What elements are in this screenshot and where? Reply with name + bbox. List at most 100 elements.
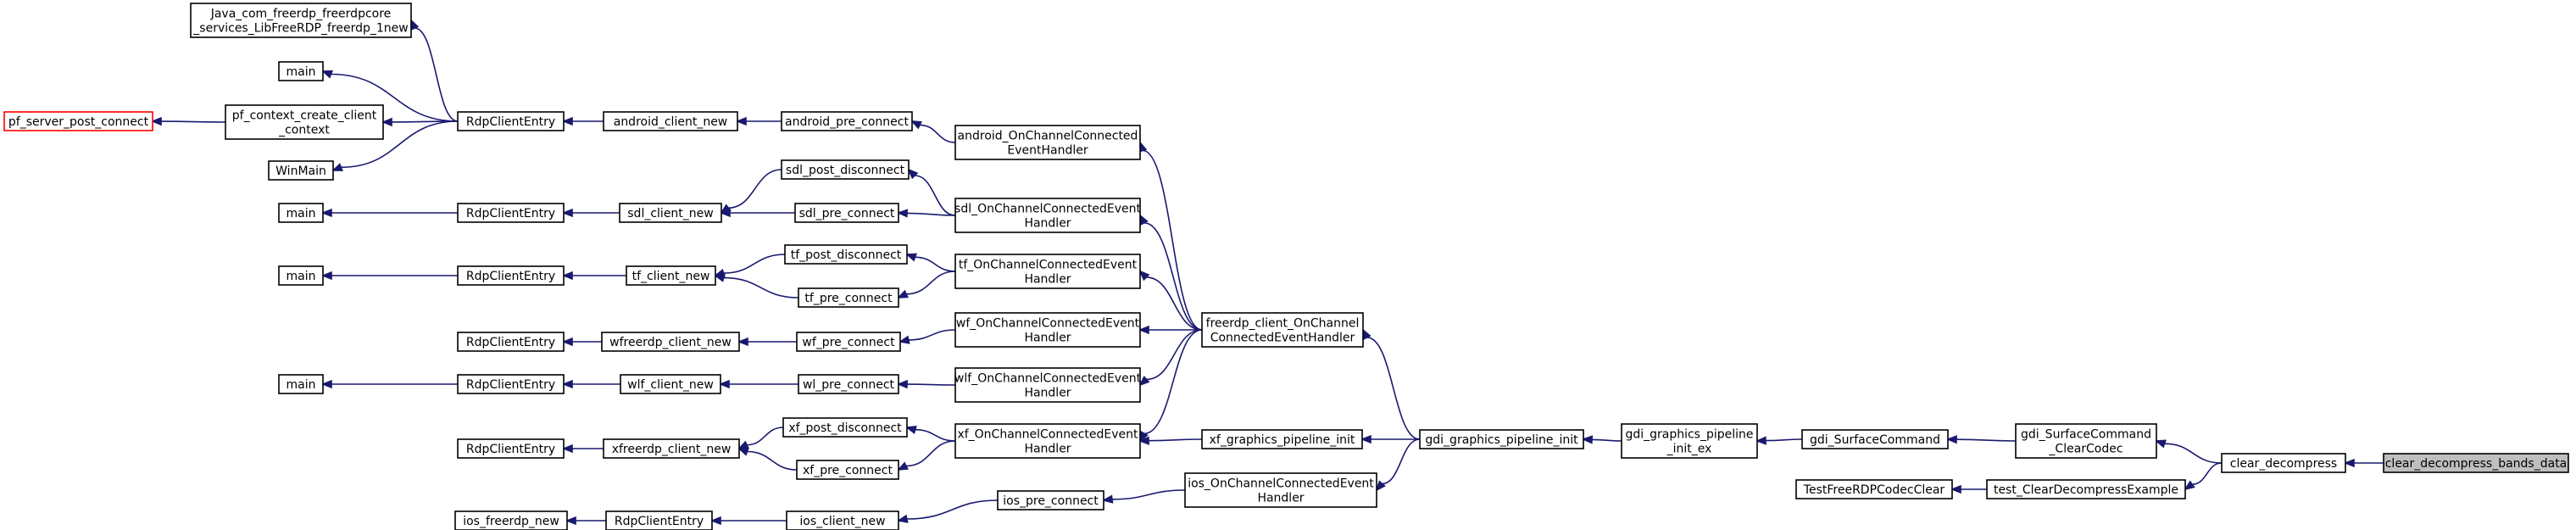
node-wlf-client-new[interactable]: wlf_client_new <box>620 374 721 394</box>
node-clear-decompress-bands-data[interactable]: clear_decompress_bands_data <box>2383 453 2569 473</box>
node-pf-context-create-client-context[interactable]: pf_context_create_client_context <box>225 104 384 140</box>
node-java-com-freerdp[interactable]: Java_com_freerdp_freerdpcore_services_Li… <box>190 3 412 38</box>
node-rdpcliententry-wlf[interactable]: RdpClientEntry <box>457 374 565 394</box>
arrowhead <box>1581 435 1594 444</box>
arrowhead <box>709 516 721 526</box>
node-rdpcliententry-wf[interactable]: RdpClientEntry <box>457 332 565 352</box>
node-box <box>2221 453 2346 473</box>
arrowhead <box>381 117 392 127</box>
arrowhead <box>561 444 573 454</box>
node-box <box>798 374 899 394</box>
node-main-tf[interactable]: main <box>278 265 324 286</box>
node-xfreerdp-client-new[interactable]: xfreerdp_client_new <box>603 438 740 459</box>
arrowhead <box>737 337 748 347</box>
edge-testfreerdpcodecclear-to-test-cleardecompressexample <box>1950 484 1987 494</box>
node-box <box>605 510 713 530</box>
node-gdi-surfacecommand-clearcodec[interactable]: gdi_SurfaceCommand_ClearCodec <box>2015 423 2157 459</box>
node-label: sdl_post_disconnect <box>786 164 905 177</box>
node-tf-pre-connect[interactable]: tf_pre_connect <box>798 287 899 308</box>
node-tf-post-disconnect[interactable]: tf_post_disconnect <box>784 244 908 265</box>
arrowhead <box>713 273 726 282</box>
node-label: EventHandler <box>1007 144 1088 158</box>
node-main-sdl[interactable]: main <box>278 203 324 223</box>
edge-rdpcliententry-android-to-android-client-new <box>561 116 604 126</box>
arrowhead <box>561 379 573 389</box>
node-wf-pre-connect[interactable]: wf_pre_connect <box>796 332 901 352</box>
edge-line <box>1591 438 1622 442</box>
node-xf-post-disconnect[interactable]: xf_post_disconnect <box>782 417 908 438</box>
node-sdl-pre-connect[interactable]: sdl_pre_connect <box>794 203 899 223</box>
node-label: tf_post_disconnect <box>791 248 902 262</box>
node-gdi-graphics-pipeline-init[interactable]: gdi_graphics_pipeline_init <box>1419 429 1584 449</box>
node-freerdp-client-onchannelconnectedeventhandler[interactable]: freerdp_client_OnChannelConnectedEventHa… <box>1201 312 1364 348</box>
arrowhead <box>904 425 917 434</box>
node-label: RdpClientEntry <box>466 336 555 349</box>
arrowhead <box>897 461 909 471</box>
node-test-cleardecompressexample[interactable]: test_ClearDecompressExample <box>1986 479 2186 499</box>
node-label: freerdp_client_OnChannel <box>1206 317 1360 331</box>
edge-line <box>906 499 999 520</box>
arrowhead <box>2343 458 2355 468</box>
node-rdpcliententry-ios[interactable]: RdpClientEntry <box>605 510 713 530</box>
node-box <box>457 438 565 459</box>
node-label: main <box>287 378 316 392</box>
node-winmain[interactable]: WinMain <box>268 160 334 181</box>
node-main-android[interactable]: main <box>278 61 324 81</box>
arrowhead <box>1950 484 1961 494</box>
node-box <box>1795 479 1953 499</box>
node-gdi-surfacecommand[interactable]: gdi_SurfaceCommand <box>1801 429 1949 449</box>
node-label: Handler <box>1257 492 1304 505</box>
node-ios-client-new[interactable]: ios_client_new <box>786 510 899 530</box>
node-android-pre-connect[interactable]: android_pre_connect <box>781 111 913 131</box>
node-rdpcliententry-android[interactable]: RdpClientEntry <box>457 111 565 131</box>
node-label: gdi_SurfaceCommand <box>2021 428 2151 442</box>
edge-rdpcliententry-wlf-to-wlf-client-new <box>561 379 620 389</box>
node-ios-pre-connect[interactable]: ios_pre_connect <box>997 490 1104 510</box>
node-main-wlf[interactable]: main <box>278 374 324 394</box>
edge-wlf-client-new-to-wl-pre-connect <box>718 379 798 389</box>
node-clear-decompress[interactable]: clear_decompress <box>2221 453 2346 473</box>
node-label: clear_decompress_bands_data <box>2385 457 2568 471</box>
node-box <box>619 203 722 223</box>
node-box <box>268 160 334 181</box>
node-box <box>1986 479 2186 499</box>
node-sdl-post-disconnect[interactable]: sdl_post_disconnect <box>781 159 910 180</box>
arrowhead <box>561 208 573 218</box>
node-rdpcliententry-xf[interactable]: RdpClientEntry <box>457 438 565 459</box>
arrowhead <box>1945 435 1957 444</box>
node-rdpcliententry-tf[interactable]: RdpClientEntry <box>457 265 565 286</box>
node-sdl-client-new[interactable]: sdl_client_new <box>619 203 722 223</box>
node-pf-server-post-connect[interactable]: pf_server_post_connect <box>3 111 153 131</box>
node-label: clear_decompress <box>2230 457 2337 471</box>
node-label: Handler <box>1024 443 1071 456</box>
node-xf-graphics-pipeline-init[interactable]: xf_graphics_pipeline_init <box>1201 429 1363 449</box>
node-android-client-new[interactable]: android_client_new <box>603 111 738 131</box>
edge-ios-pre-connect-to-ios-onchannelconnectedeventhandler <box>1101 489 1186 504</box>
edge-line <box>2192 462 2223 485</box>
node-wfreerdp-client-new[interactable]: wfreerdp_client_new <box>601 332 740 352</box>
node-tf-client-new[interactable]: tf_client_new <box>626 265 716 286</box>
node-testfreerdpcodecclear[interactable]: TestFreeRDPCodecClear <box>1795 479 1953 499</box>
edge-line <box>414 27 459 122</box>
node-wl-pre-connect[interactable]: wl_pre_connect <box>798 374 899 394</box>
node-rdpcliententry-sdl[interactable]: RdpClientEntry <box>457 203 565 223</box>
node-label: RdpClientEntry <box>466 270 555 283</box>
edge-test-cleardecompressexample-to-clear-decompress <box>2184 462 2223 491</box>
edge-line <box>906 271 956 295</box>
node-label: xf_pre_connect <box>803 464 893 477</box>
node-gdi-graphics-pipeline-init-ex[interactable]: gdi_graphics_pipeline_init_ex <box>1621 423 1758 459</box>
node-xf-pre-connect[interactable]: xf_pre_connect <box>796 460 899 480</box>
node-label: RdpClientEntry <box>615 515 704 528</box>
edge-android-pre-connect-to-android-onchannelconnectedeventhandler <box>910 120 956 143</box>
node-ios-freerdp-new[interactable]: ios_freerdp_new <box>454 510 568 530</box>
node-label: _init_ex <box>1666 443 1712 456</box>
node-box <box>796 460 899 480</box>
